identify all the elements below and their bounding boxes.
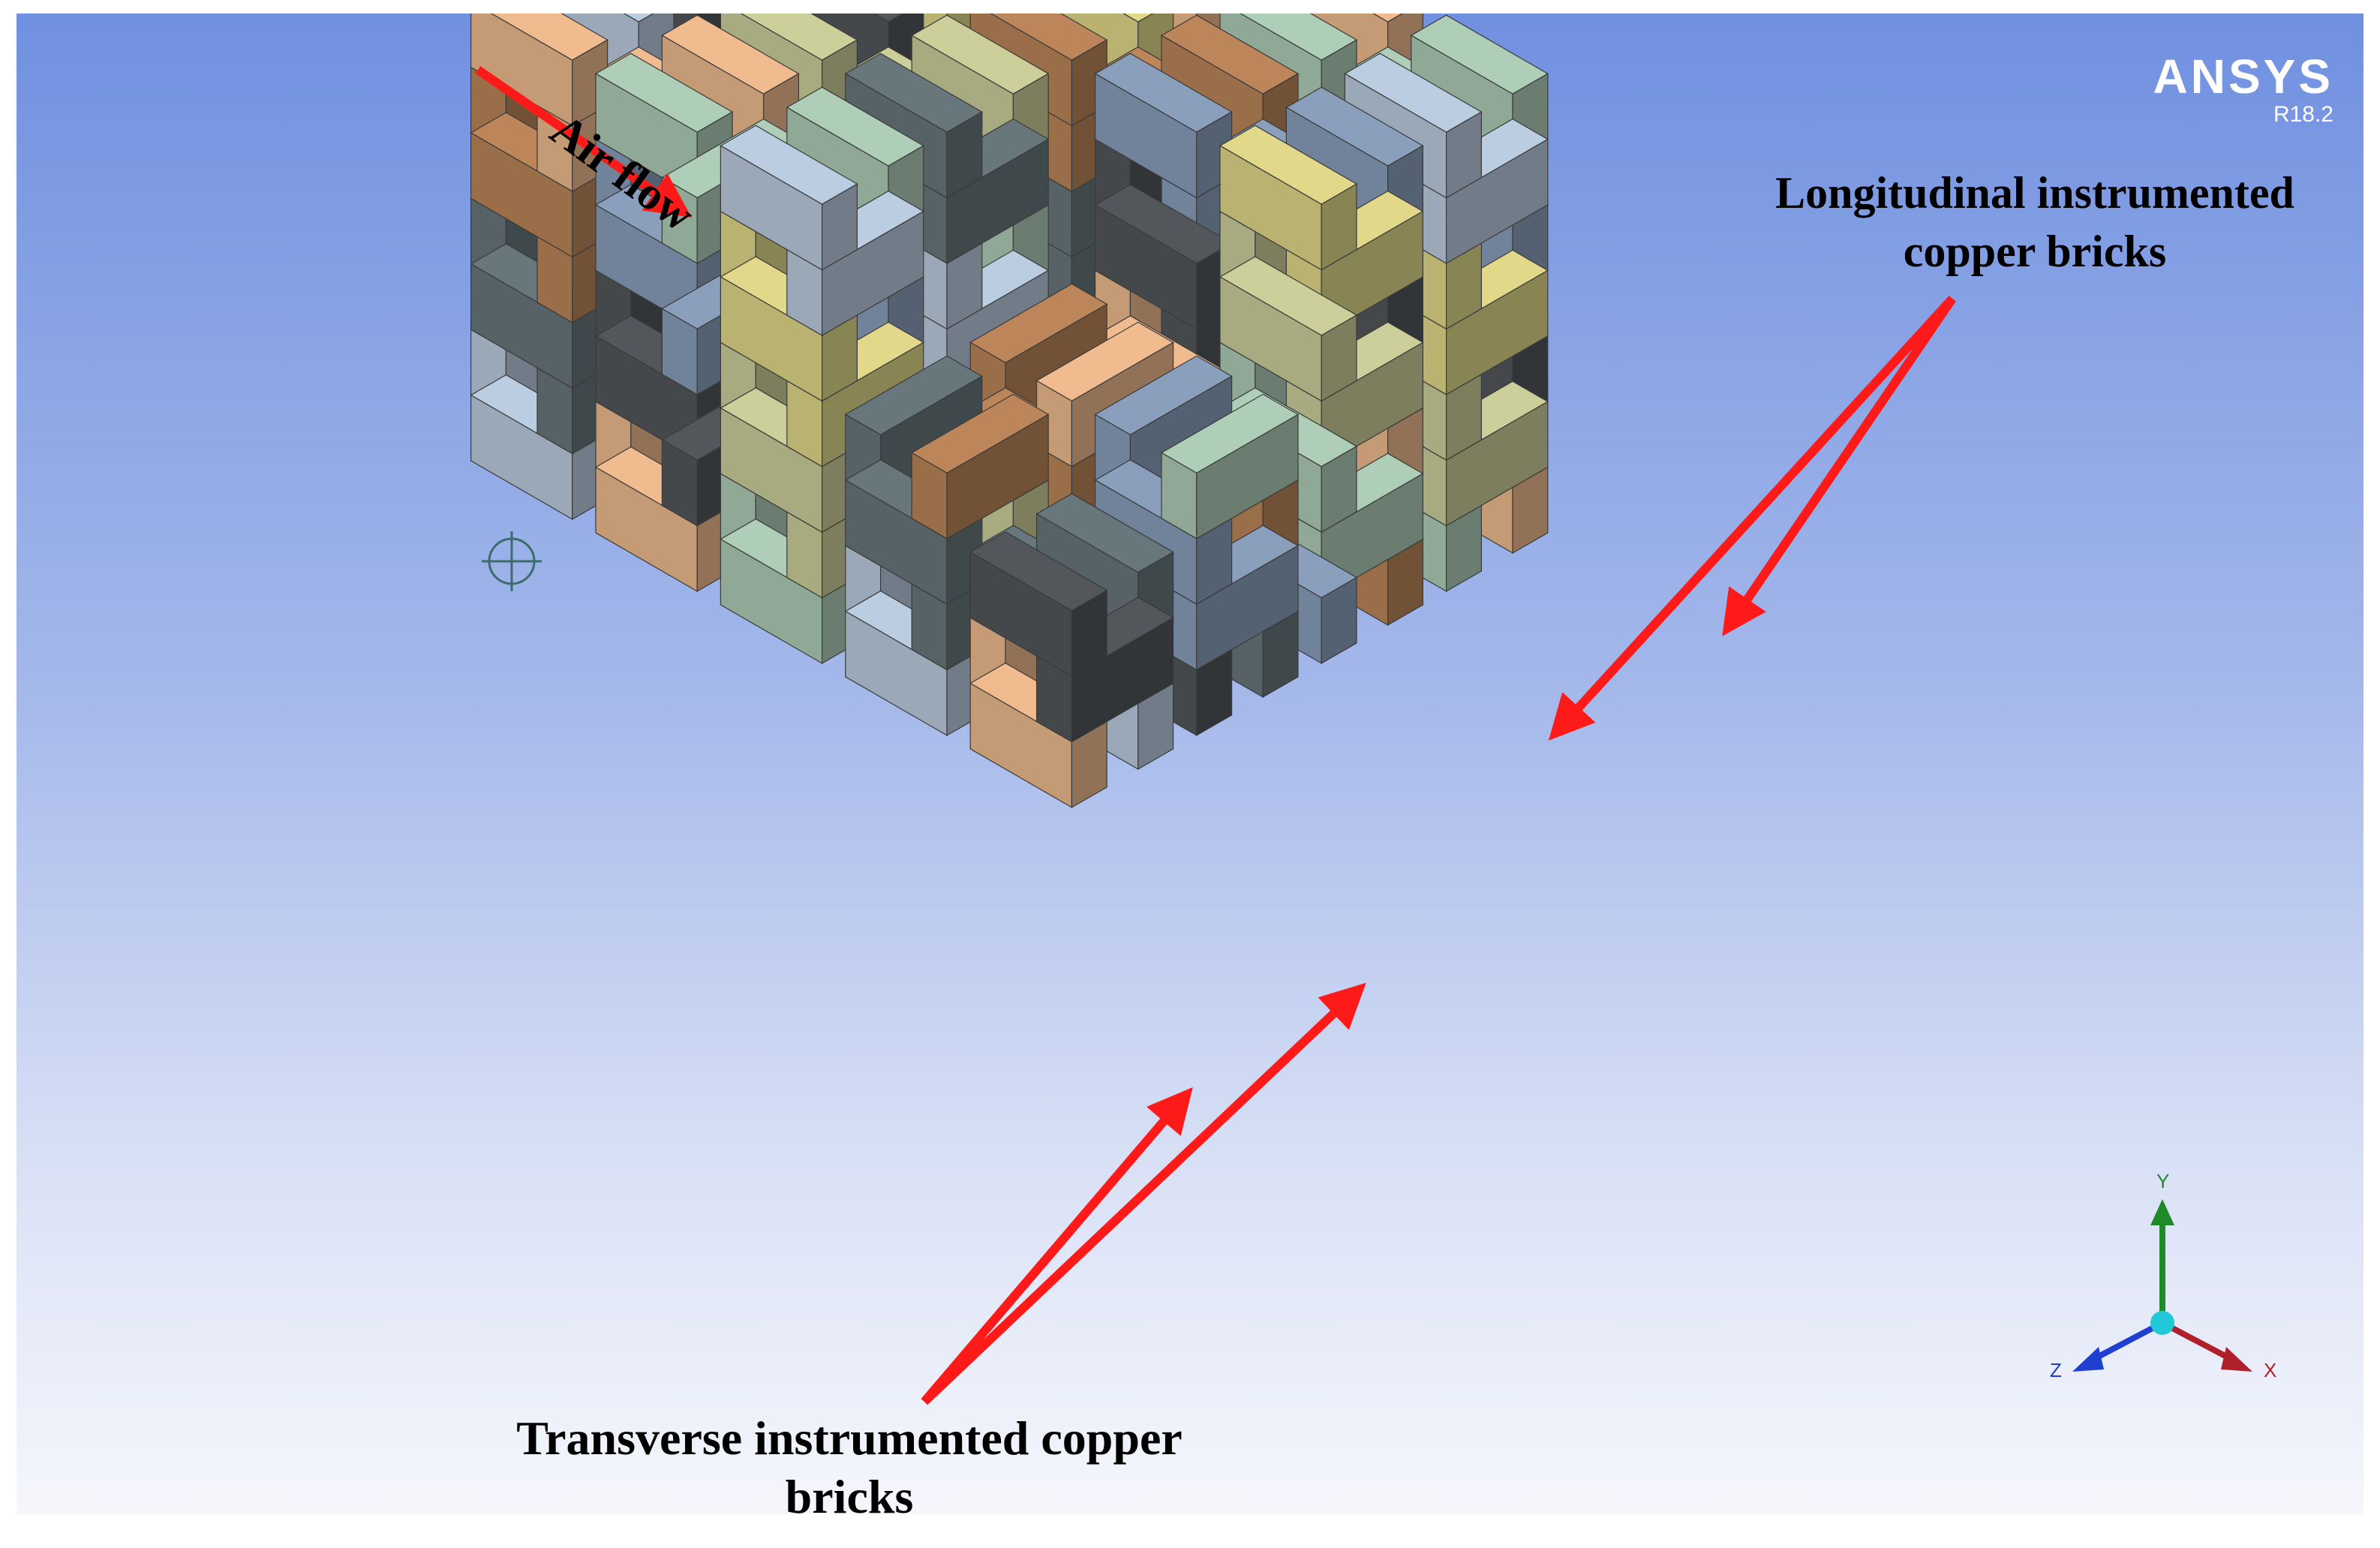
air-flow-arrow bbox=[475, 66, 692, 218]
x-axis-label: X bbox=[2264, 1359, 2276, 1381]
brick-side-face bbox=[1445, 111, 1483, 199]
transverse-label-line-2: bricks bbox=[785, 1470, 914, 1514]
longitudinal-label-line-1: Longitudinal instrumented bbox=[1775, 168, 2294, 218]
transverse-arrow-2 bbox=[921, 982, 1366, 1405]
brick-side-face bbox=[821, 210, 924, 337]
copper-brick bbox=[1160, 393, 1300, 540]
origin-marker-icon bbox=[482, 531, 542, 591]
transverse-bricks-label: Transverse instrumented copper bricks bbox=[437, 1409, 1262, 1514]
ansys-version: R18.2 bbox=[2273, 102, 2333, 127]
brick-side-face bbox=[1445, 269, 1549, 395]
x-axis-arrow-icon bbox=[2221, 1347, 2252, 1372]
y-axis-label: Y bbox=[2156, 1170, 2169, 1192]
brick-side-face bbox=[1196, 413, 1299, 540]
brick-side-face bbox=[1445, 401, 1549, 527]
brick-side-face bbox=[946, 138, 1049, 265]
axis-triad: Y X Z bbox=[2050, 1170, 2276, 1381]
copper-brick bbox=[969, 531, 1108, 678]
z-axis-label: Z bbox=[2050, 1359, 2062, 1381]
brick-side-face bbox=[1321, 576, 1357, 665]
y-axis-arrow-icon bbox=[2150, 1199, 2174, 1225]
brick-array-scene[interactable]: Y X Z bbox=[17, 14, 2363, 1514]
longitudinal-arrow-1 bbox=[1548, 295, 1956, 741]
brick-side-face bbox=[821, 183, 858, 271]
longitudinal-label-line-2: copper bricks bbox=[1903, 227, 2167, 276]
copper-brick bbox=[910, 393, 1050, 540]
brick-side-face bbox=[946, 413, 1049, 540]
brick-side-face bbox=[1445, 138, 1549, 265]
brick-side-face bbox=[946, 111, 983, 199]
copper-brick bbox=[786, 86, 925, 233]
brick-side-face bbox=[1321, 445, 1357, 534]
longitudinal-bricks-label: Longitudinal instrumented copper bricks bbox=[1652, 164, 2363, 281]
triad-origin bbox=[2150, 1311, 2174, 1335]
brick-side-face bbox=[1321, 183, 1357, 271]
transverse-arrow-1 bbox=[921, 1087, 1193, 1405]
x-axis-line bbox=[2161, 1320, 2235, 1363]
brick-side-face bbox=[1071, 617, 1174, 743]
ansys-brand: ANSYS bbox=[2153, 50, 2333, 104]
brick-side-face bbox=[1321, 314, 1357, 402]
brick-side-face bbox=[1196, 545, 1299, 671]
z-axis-line bbox=[2090, 1320, 2164, 1363]
longitudinal-arrow-2 bbox=[1722, 296, 1956, 636]
ansys-logo: ANSYS R18.2 bbox=[2153, 53, 2334, 128]
copper-brick bbox=[1219, 125, 1358, 271]
brick-side-face bbox=[1071, 589, 1107, 678]
transverse-label-line-1: Transverse instrumented copper bbox=[516, 1411, 1182, 1465]
copper-brick bbox=[1094, 53, 1233, 199]
z-axis-arrow-icon bbox=[2072, 1347, 2104, 1372]
copper-brick bbox=[1219, 256, 1358, 402]
copper-brick bbox=[720, 125, 858, 271]
